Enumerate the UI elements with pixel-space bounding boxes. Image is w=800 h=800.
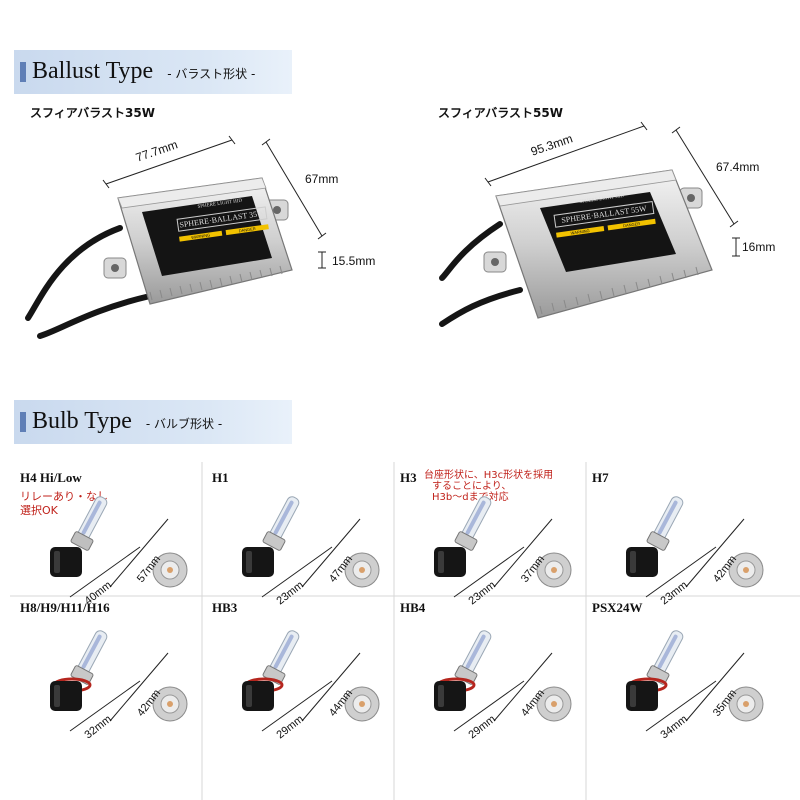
bulb-h1-socket-contact xyxy=(359,567,365,573)
bulb-hb3-dim-a-label: 29mm xyxy=(274,713,305,741)
bulb-h1-dim-b-line xyxy=(301,518,361,588)
bulb-psx24w-label: PSX24W xyxy=(592,600,643,615)
bulb-hb4-dim-b-line xyxy=(493,652,553,722)
section-accent-bar xyxy=(20,62,26,82)
bulb-h4-base-highlight xyxy=(54,551,60,573)
ballust-section-title: Ballust Type xyxy=(32,58,154,84)
bulb-hb3-arc xyxy=(273,634,294,669)
bulb-h8-label: H8/H9/H11/H16 xyxy=(20,600,110,615)
bulb-h3-note: 台座形状に、H3c形状を採用 することにより、 H3b〜dまで対応 xyxy=(424,470,554,503)
bulb-h3-socket-contact xyxy=(551,567,557,573)
bulb-h8-dim-a-label: 32mm xyxy=(82,713,113,741)
bulb-h7-base-highlight xyxy=(630,551,636,573)
bulb-h1-dim-a-line xyxy=(261,546,333,598)
bulb-h1-collar xyxy=(262,531,286,551)
ballast-55w-caption: スフィアバラスト55W xyxy=(438,106,563,120)
section-accent-bar xyxy=(20,412,26,432)
bulb-h8-arc xyxy=(81,634,102,669)
bulb-h7-arc xyxy=(657,500,678,535)
bulb-h4-dim-b-line xyxy=(109,518,169,588)
bulb-hb3-label: HB3 xyxy=(212,600,238,615)
ballast-35w-height: 67mm xyxy=(305,172,339,186)
bulb-hb3-dim-b-line xyxy=(301,652,361,722)
bulb-h3-collar xyxy=(454,531,478,551)
bulb-psx24w-dim-b-line xyxy=(685,652,745,722)
bulb-h7-socket-contact xyxy=(743,567,749,573)
bulb-h4-socket-contact xyxy=(167,567,173,573)
ballust-section-header: Ballust Type - バラスト形状 - xyxy=(14,50,292,94)
bulb-h8-socket-contact xyxy=(167,701,173,707)
bulb-section-title: Bulb Type xyxy=(32,408,132,434)
bulb-h7-dim-b-line xyxy=(685,518,745,588)
bulb-psx24w-dim-a-label: 34mm xyxy=(658,713,689,741)
bulb-h3-arc xyxy=(465,500,486,535)
bulb-section-subtitle: - バルブ形状 - xyxy=(145,417,223,431)
bulb-h3-base-highlight xyxy=(438,551,444,573)
bulb-h7-label: H7 xyxy=(592,470,609,485)
bulb-h4-dim-a-label: 40mm xyxy=(82,579,113,607)
ballast-55w-depth: 16mm xyxy=(742,240,776,254)
bulb-h1-dim-a-label: 23mm xyxy=(274,579,305,607)
bulb-h1-arc xyxy=(273,500,294,535)
bulb-h4-collar xyxy=(70,531,94,551)
ballast-35w-depth: 15.5mm xyxy=(332,254,376,268)
bulb-section-header: Bulb Type - バルブ形状 - xyxy=(14,400,292,444)
bulb-hb4-dim-a-line xyxy=(453,680,525,732)
bulb-h7-dim-a-label: 23mm xyxy=(658,579,689,607)
bulb-h7-collar xyxy=(646,531,670,551)
bulb-psx24w-base-highlight xyxy=(630,685,636,707)
bulb-hb4-label: HB4 xyxy=(400,600,426,615)
bulb-hb4-socket-contact xyxy=(551,701,557,707)
bulb-h1-label: H1 xyxy=(212,470,229,485)
bulb-h4-arc xyxy=(81,500,102,535)
bulb-h7-dim-a-line xyxy=(645,546,717,598)
bulb-h8-base-highlight xyxy=(54,685,60,707)
bulb-h3-dim-b-line xyxy=(493,518,553,588)
ballast-55w-height: 67.4mm xyxy=(716,160,760,174)
bulb-hb3-dim-a-line xyxy=(261,680,333,732)
bulb-hb4-dim-a-label: 29mm xyxy=(466,713,497,741)
bulb-h8-dim-b-line xyxy=(109,652,169,722)
bulb-hb4-arc xyxy=(465,634,486,669)
bulb-hb3-base-highlight xyxy=(246,685,252,707)
ballast-35w-caption: スフィアバラスト35W xyxy=(30,106,155,120)
bulb-h1-base-highlight xyxy=(246,551,252,573)
bulb-h4-label: H4 Hi/Low xyxy=(20,470,82,485)
ballust-section-subtitle: - バラスト形状 - xyxy=(167,67,256,81)
bulb-h3-label: H3 xyxy=(400,470,417,485)
bulb-hb3-socket-contact xyxy=(359,701,365,707)
bulb-h4-dim-a-line xyxy=(69,546,141,598)
bulb-h3-dim-a-label: 23mm xyxy=(466,579,497,607)
bulb-psx24w-arc xyxy=(657,634,678,669)
bulb-h4-note: リレーあり・なし 選択OK xyxy=(20,490,108,517)
bulb-h3-dim-a-line xyxy=(453,546,525,598)
bulb-hb4-base-highlight xyxy=(438,685,444,707)
bulb-psx24w-dim-a-line xyxy=(645,680,717,732)
bulb-psx24w-socket-contact xyxy=(743,701,749,707)
bulb-h8-dim-a-line xyxy=(69,680,141,732)
